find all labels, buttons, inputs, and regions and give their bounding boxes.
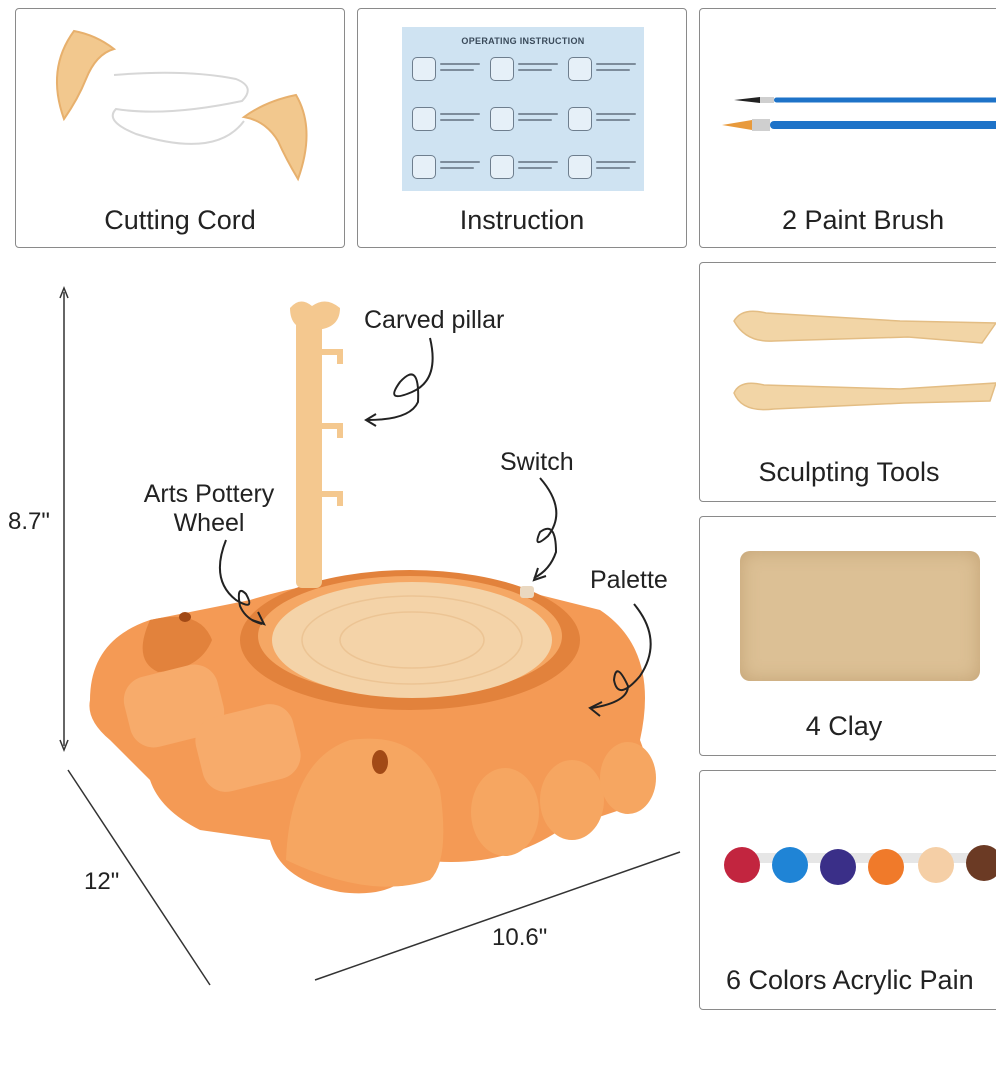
instruction-sheet: OPERATING INSTRUCTION [402, 27, 644, 191]
acrylic-paint-label: 6 Colors Acrylic Pain [726, 965, 974, 995]
sculpting-tools-card: Sculpting Tools [699, 262, 996, 502]
acrylic-paint-image [724, 845, 996, 885]
sculpting-tools-label: Sculpting Tools [758, 457, 940, 487]
paint-pot [820, 849, 856, 885]
clay-label: 4 Clay [805, 711, 883, 741]
paint-pot [772, 847, 808, 883]
cutting-cord-card: Cutting Cord [15, 8, 345, 248]
paint-pot [724, 847, 760, 883]
instruction-card: OPERATING INSTRUCTION Instruction [357, 8, 687, 248]
pottery-wheel-callout-line2: Wheel [173, 509, 245, 537]
clay-card: 4 Clay [699, 516, 996, 756]
acrylic-paint-card: 6 Colors Acrylic Pain [699, 770, 996, 1010]
paint-brush-image [722, 97, 996, 131]
pottery-wheel-callout: Arts Pottery Wheel [132, 480, 286, 538]
paint-pot [918, 847, 954, 883]
height-dimension-label: 8.7" [8, 508, 50, 535]
clay-block-image [740, 551, 980, 681]
depth-dimension-label: 12" [84, 868, 120, 895]
paint-pot [966, 845, 996, 881]
paint-brush-card: 2 Paint Brush [699, 8, 996, 248]
palette-callout: Palette [590, 566, 668, 594]
cutting-cord-label: Cutting Cord [104, 205, 256, 235]
carved-pillar-callout: Carved pillar [364, 306, 505, 334]
instruction-sheet-title: OPERATING INSTRUCTION [461, 36, 585, 46]
cutting-cord-image [55, 29, 308, 182]
pottery-wheel-callout-line1: Arts Pottery [143, 480, 275, 508]
paint-brush-label: 2 Paint Brush [782, 205, 945, 235]
switch-callout: Switch [500, 448, 574, 476]
paint-pot [868, 849, 904, 885]
sculpting-tools-image [733, 310, 996, 411]
width-dimension-label: 10.6" [492, 924, 548, 951]
pottery-wheel-illustration [59, 285, 681, 986]
instruction-label: Instruction [459, 205, 585, 235]
